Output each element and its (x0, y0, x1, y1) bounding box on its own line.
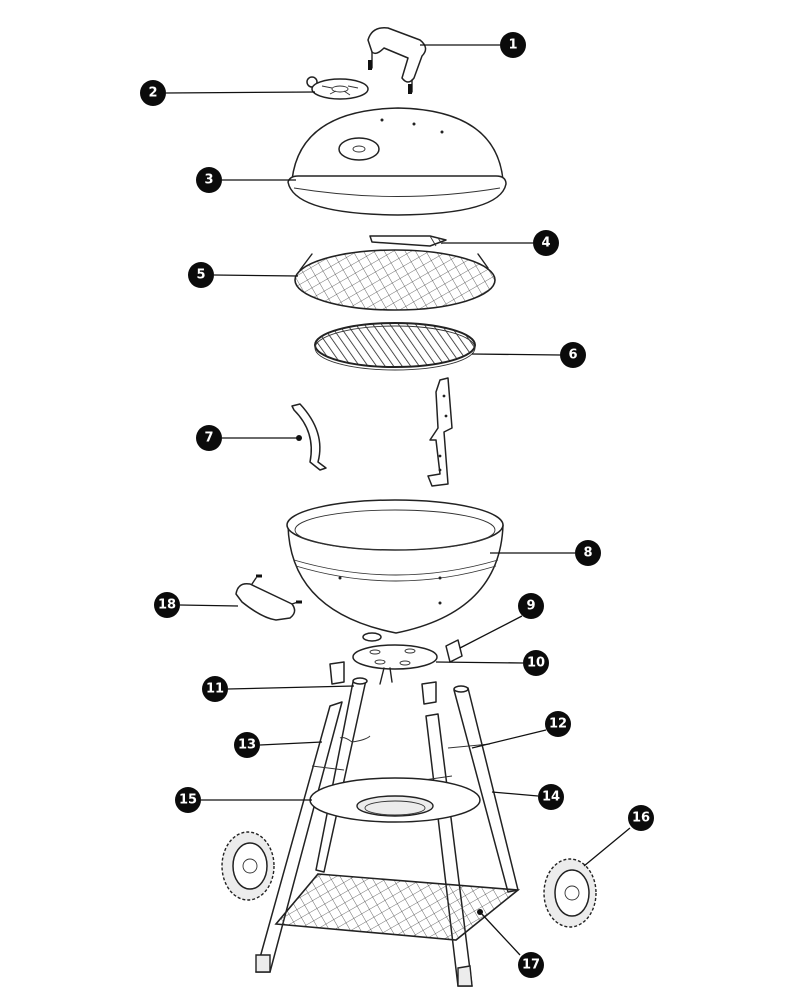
ash-catcher (309, 777, 481, 823)
svg-text:7: 7 (204, 431, 213, 446)
svg-text:12: 12 (549, 717, 567, 732)
svg-text:8: 8 (583, 546, 592, 561)
svg-text:17: 17 (522, 958, 540, 973)
callout-7: 7 (196, 425, 222, 451)
svg-text:4: 4 (541, 236, 550, 251)
svg-text:13: 13 (238, 738, 256, 753)
svg-text:16: 16 (632, 811, 650, 826)
callout-14: 14 (538, 784, 564, 810)
callout-10: 10 (523, 650, 549, 676)
svg-text:3: 3 (204, 173, 213, 188)
right-wheel (543, 858, 597, 928)
side-handle (235, 574, 302, 621)
callout-3: 3 (196, 167, 222, 193)
callout-1: 1 (500, 32, 526, 58)
callout-9: 9 (518, 593, 544, 619)
svg-text:1: 1 (508, 38, 517, 53)
callout-12: 12 (545, 711, 571, 737)
bottom-shelf (274, 873, 521, 941)
callout-5: 5 (188, 262, 214, 288)
callout-8: 8 (575, 540, 601, 566)
callout-4: 4 (533, 230, 559, 256)
svg-text:14: 14 (542, 790, 560, 805)
ash-tool (369, 235, 447, 247)
left-wheel (221, 831, 275, 901)
callout-11: 11 (202, 676, 228, 702)
svg-text:2: 2 (148, 86, 157, 101)
callout-13: 13 (234, 732, 260, 758)
grill-bowl (286, 499, 504, 634)
charcoal-grate (314, 322, 476, 371)
svg-text:9: 9 (526, 599, 535, 614)
svg-text:11: 11 (206, 682, 224, 697)
charcoal-brackets (291, 377, 453, 487)
leader-lines (165, 44, 631, 956)
lid-vent (306, 76, 369, 100)
svg-text:18: 18 (158, 598, 176, 613)
callout-17: 17 (518, 952, 544, 978)
callout-16: 16 (628, 805, 654, 831)
callout-2: 2 (140, 80, 166, 106)
svg-text:6: 6 (568, 348, 577, 363)
cooking-grate (294, 249, 496, 311)
svg-text:10: 10 (527, 656, 545, 671)
callout-6: 6 (560, 342, 586, 368)
lid-handle (367, 27, 427, 94)
grill-legs (255, 677, 519, 987)
svg-text:15: 15 (179, 793, 197, 808)
callout-15: 15 (175, 787, 201, 813)
svg-text:5: 5 (196, 268, 205, 283)
callout-18: 18 (154, 592, 180, 618)
leg-socket (329, 639, 463, 705)
grill-lid (287, 107, 507, 216)
ash-sweep-plate (352, 632, 438, 685)
